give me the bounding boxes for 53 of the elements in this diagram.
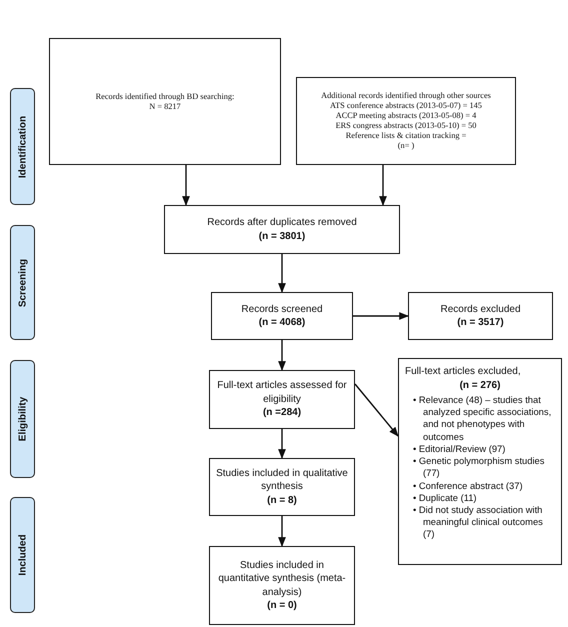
source-count: ATS conference abstracts (2013-05-07) = 145 bbox=[330, 101, 482, 112]
count-text: N = 8217 bbox=[149, 102, 181, 112]
arrow bbox=[379, 165, 387, 206]
stage-band bbox=[10, 225, 35, 340]
stage-label: Included bbox=[17, 534, 28, 576]
process-box bbox=[211, 292, 353, 340]
count-text: (n = 276) bbox=[458, 378, 502, 392]
arrow bbox=[354, 384, 399, 437]
box-heading: Records screened bbox=[241, 302, 323, 316]
process-box bbox=[164, 205, 400, 254]
count-text: (n = 8) bbox=[267, 494, 297, 508]
arrow bbox=[353, 312, 409, 320]
count-text: (n = 3801) bbox=[258, 230, 306, 243]
stage-band bbox=[10, 497, 35, 613]
exclusion-reason: • Conference abstract (37) bbox=[413, 480, 524, 492]
exclusion-reason: • Genetic polymorphism studies (77) bbox=[413, 455, 546, 480]
process-box bbox=[408, 292, 553, 340]
process-box bbox=[209, 458, 355, 516]
process-box bbox=[49, 38, 281, 165]
box-heading: Full-text articles excluded, bbox=[405, 365, 522, 378]
box-heading: Additional records identified through other sources bbox=[321, 91, 491, 102]
box-heading: Studies included in qualitative synthesis bbox=[215, 466, 349, 494]
count-text: (n = 3517) bbox=[457, 316, 504, 330]
arrow bbox=[278, 516, 286, 547]
count-text: (n =284) bbox=[262, 406, 302, 420]
process-box bbox=[296, 77, 516, 165]
exclusion-reason: • Relevance (48) – studies that analyzed specific associations, and not phenotypes with outcomes bbox=[413, 394, 552, 443]
source-count: Reference lists & citation tracking = bbox=[346, 130, 466, 141]
exclusion-reason: • Duplicate (11) bbox=[413, 492, 478, 504]
stage-label: Eligibility bbox=[17, 396, 28, 442]
source-count: ERS congress abstracts (2013-05-10) = 50 bbox=[336, 121, 476, 131]
exclusion-reason: • Did not study association with meaningful clinical outcomes (7) bbox=[413, 504, 544, 541]
arrow bbox=[278, 429, 286, 459]
source-count: ACCP meeting abstracts (2013-05-08) = 4 bbox=[336, 111, 476, 121]
count-text: (n = 0) bbox=[267, 599, 297, 612]
exclusion-reason: • Editorial/Review (97) bbox=[413, 442, 506, 456]
arrow bbox=[182, 165, 190, 206]
arrow bbox=[278, 340, 286, 371]
process-box bbox=[209, 546, 355, 625]
stage-label: Screening bbox=[17, 258, 28, 307]
process-box bbox=[398, 358, 562, 565]
stage-label: Identification bbox=[17, 115, 28, 178]
process-box bbox=[209, 370, 355, 429]
box-heading: Full-text articles assessed for eligibility bbox=[216, 379, 348, 406]
count-text: (n = 4068) bbox=[258, 316, 306, 330]
box-heading: Records excluded bbox=[440, 302, 521, 316]
box-heading: Studies included in quantitative synthesis (meta-analysis) bbox=[217, 558, 347, 599]
box-heading: Records after duplicates removed bbox=[207, 216, 357, 230]
count-text: (n= ) bbox=[398, 140, 414, 151]
box-heading: Records identified through BD searching: bbox=[96, 92, 234, 102]
stage-band bbox=[10, 360, 35, 478]
arrow bbox=[278, 254, 286, 293]
stage-band bbox=[10, 88, 35, 205]
